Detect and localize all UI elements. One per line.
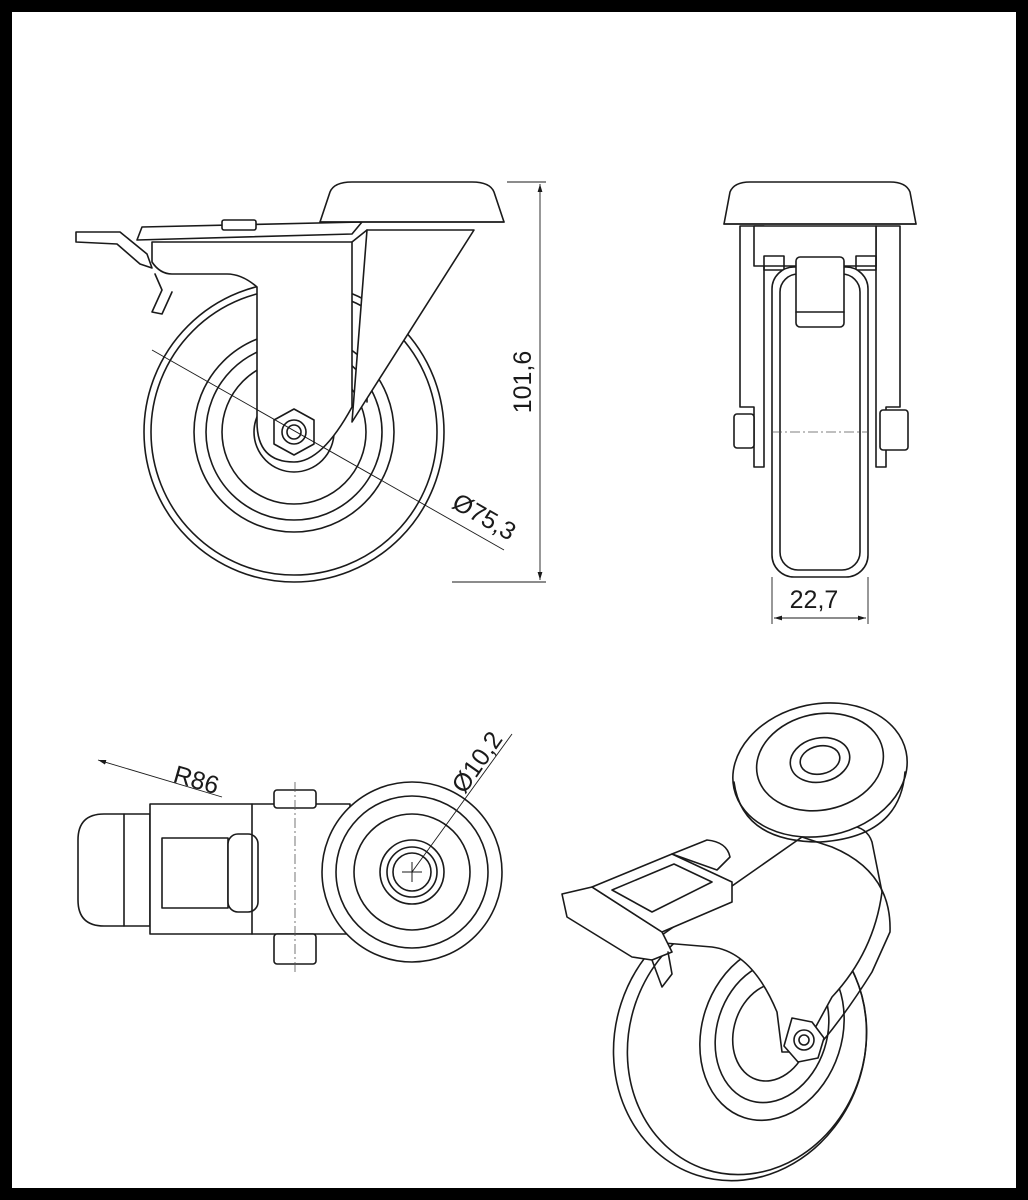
brake-pedal bbox=[75, 219, 257, 315]
fork-leg bbox=[151, 241, 353, 463]
iso-axle-nut bbox=[783, 1017, 825, 1063]
radius-leader bbox=[97, 759, 223, 798]
isometric-view bbox=[561, 702, 908, 1182]
wheel-diameter-label: Ø75,3 bbox=[448, 488, 521, 546]
top-wheel bbox=[77, 813, 151, 927]
bolt-hole-label: Ø10,2 bbox=[446, 726, 508, 798]
swivel-head bbox=[319, 181, 505, 223]
side-view: 101,6 Ø75,3 bbox=[75, 181, 546, 583]
bolt-hole-leader bbox=[411, 733, 513, 873]
front-view: 22,7 bbox=[723, 181, 917, 624]
drawing-sheet: 101,6 Ø75,3 22,7 R86 bbox=[12, 12, 1016, 1188]
front-swivel-head bbox=[723, 181, 917, 225]
iso-brake-pedal bbox=[561, 839, 733, 988]
height-label: 101,6 bbox=[509, 351, 537, 414]
swivel-radius-label: R86 bbox=[170, 761, 222, 801]
technical-drawing: 101,6 Ø75,3 22,7 R86 bbox=[75, 181, 917, 1182]
wheel-width-label: 22,7 bbox=[790, 586, 839, 614]
axle-nut bbox=[273, 408, 315, 456]
top-view: R86 Ø10,2 bbox=[77, 726, 513, 972]
fork-brace bbox=[351, 229, 475, 423]
iso-swivel-head bbox=[732, 702, 908, 838]
diameter-leader bbox=[151, 349, 505, 551]
